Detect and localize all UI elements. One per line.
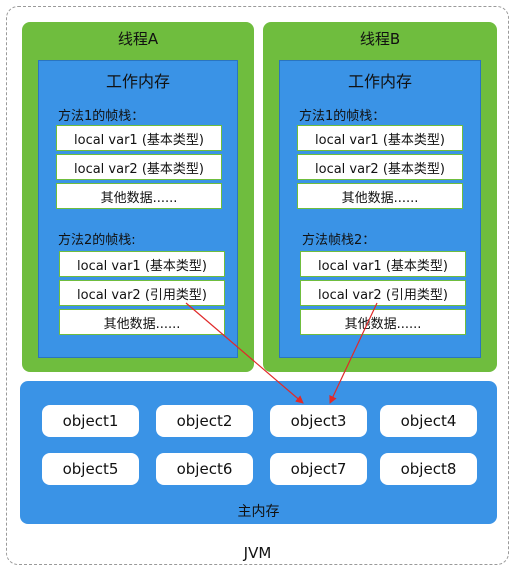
thread-a-title: 线程A bbox=[117, 30, 159, 48]
jvm-label: JVM bbox=[243, 544, 272, 562]
thread-a-work-memory-title: 工作内存 bbox=[105, 72, 170, 91]
thread-b-container: 线程B 工作内存 方法1的帧栈： local var1 (基本类型) local… bbox=[263, 22, 497, 372]
main-memory: object1 object2 object3 object4 object5 … bbox=[20, 381, 497, 524]
object-4: object4 bbox=[380, 405, 477, 437]
thread-a-frame2-label: 方法2的帧栈: bbox=[58, 233, 136, 248]
thread-b-frame2-var1: local var1 (基本类型) bbox=[300, 251, 466, 277]
jvm-boundary bbox=[6, 6, 509, 565]
object-6: object6 bbox=[156, 453, 253, 485]
thread-a-frame2-var2: local var2 (引用类型) bbox=[59, 280, 225, 306]
object-1: object1 bbox=[42, 405, 139, 437]
object-3: object3 bbox=[270, 405, 367, 437]
thread-b-work-memory: 工作内存 方法1的帧栈： local var1 (基本类型) local var… bbox=[279, 60, 481, 358]
thread-b-frame1-label: 方法1的帧栈： bbox=[299, 109, 386, 124]
object-5: object5 bbox=[42, 453, 139, 485]
object-2: object2 bbox=[156, 405, 253, 437]
thread-b-work-memory-title: 工作内存 bbox=[347, 72, 412, 91]
thread-a-frame2-var1: local var1 (基本类型) bbox=[59, 251, 225, 277]
thread-b-frame1-other: 其他数据...... bbox=[297, 183, 463, 209]
thread-b-frame2-var2: local var2 (引用类型) bbox=[300, 280, 466, 306]
main-memory-title: 主内存 bbox=[237, 504, 280, 520]
thread-a-frame1-var1: local var1 (基本类型) bbox=[56, 125, 222, 151]
thread-b-title: 线程B bbox=[359, 30, 401, 48]
thread-a-frame2-other: 其他数据...... bbox=[59, 309, 225, 335]
object-7: object7 bbox=[270, 453, 367, 485]
thread-b-frame2-label: 方法帧栈2： bbox=[302, 233, 376, 248]
thread-a-work-memory: 工作内存 方法1的帧栈： local var1 (基本类型) local var… bbox=[38, 60, 238, 358]
thread-a-frame1-other: 其他数据...... bbox=[56, 183, 222, 209]
thread-a-container: 线程A 工作内存 方法1的帧栈： local var1 (基本类型) local… bbox=[22, 22, 254, 372]
thread-a-frame1-var2: local var2 (基本类型) bbox=[56, 154, 222, 180]
thread-b-frame2-other: 其他数据...... bbox=[300, 309, 466, 335]
thread-b-frame1-var1: local var1 (基本类型) bbox=[297, 125, 463, 151]
object-8: object8 bbox=[380, 453, 477, 485]
thread-b-frame1-var2: local var2 (基本类型) bbox=[297, 154, 463, 180]
thread-a-frame1-label: 方法1的帧栈： bbox=[58, 109, 145, 124]
